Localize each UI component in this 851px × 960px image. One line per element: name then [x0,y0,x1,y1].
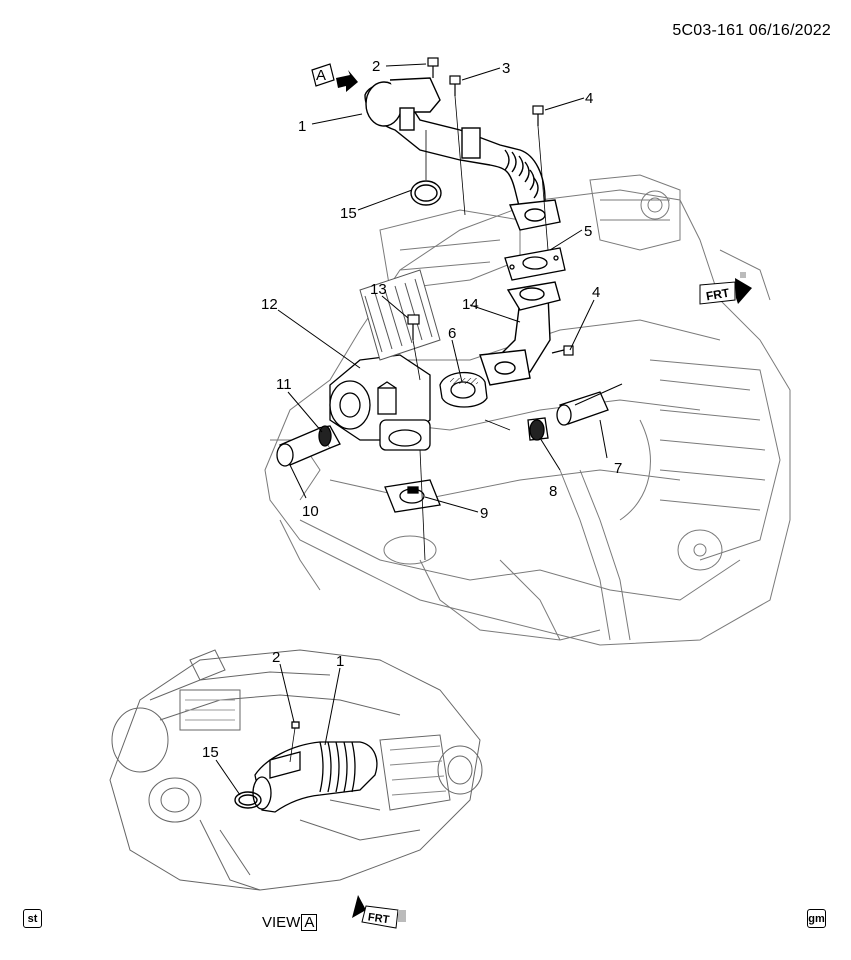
view-a-inset [109,649,483,891]
callout-4-mid: 4 [592,284,600,301]
callout-labels-main: 1 2 3 4 5 6 7 8 9 10 11 12 13 14 15 4 [261,58,622,522]
callout-7: 7 [614,460,622,477]
callout-10: 10 [302,503,319,520]
view-a-letter: A [316,67,326,84]
view-caption-box: A [301,914,318,931]
bolt-13-icon [407,314,420,340]
frt-text-main: FRT [705,286,731,304]
hose-10 [276,425,341,467]
view-callout-1: 1 [336,653,344,670]
bolt-4-mid-icon [551,345,574,356]
callout-12: 12 [261,296,278,313]
callout-2: 2 [372,58,380,75]
egr-pipe-upper [364,77,561,231]
view-a-oring [234,791,262,809]
callout-4-top: 4 [585,90,593,107]
bolt-2-icon [427,57,439,78]
callout-11: 11 [276,376,292,393]
gasket-9 [384,479,441,513]
frt-arrow-view: FRT [352,895,406,929]
callout-1: 1 [298,118,306,135]
bolts [407,57,574,356]
clamp-6 [439,371,488,408]
view-a-marker: A [311,63,358,92]
egr-pipe-lower [479,281,561,386]
frt-arrow-main: FRT [699,272,752,305]
bolt-3-icon [449,75,461,96]
gm-logo-icon: gm [807,909,826,928]
st-logo-icon: st [23,909,42,928]
bolt-4-top-icon [532,105,544,126]
view-callout-15: 15 [202,744,219,761]
frt-text-view: FRT [367,911,390,926]
view-callout-2: 2 [272,649,280,666]
callout-15: 15 [340,205,357,222]
ribbed-component [359,269,441,361]
gasket-5 [504,247,566,281]
assembly-lines [412,95,549,561]
egr-valve [329,354,431,451]
view-a-leaders [215,663,341,796]
view-a-pipe [252,721,378,813]
callout-8: 8 [549,483,557,500]
callout-5: 5 [584,223,592,240]
callout-6: 6 [448,325,456,342]
engine-background [264,174,791,646]
callout-14: 14 [462,296,479,313]
oring-15 [410,180,442,206]
callout-9: 9 [480,505,488,522]
callout-13: 13 [370,281,387,298]
callout-labels-view: 2 1 15 [202,649,344,761]
hose-7 [527,391,609,441]
diagram-id: 5C03-161 06/16/2022 [672,22,831,39]
view-caption-text: VIEW [262,914,301,931]
view-a-caption: VIEW A [262,914,318,931]
callout-3: 3 [502,60,510,77]
leader-lines [277,63,623,513]
